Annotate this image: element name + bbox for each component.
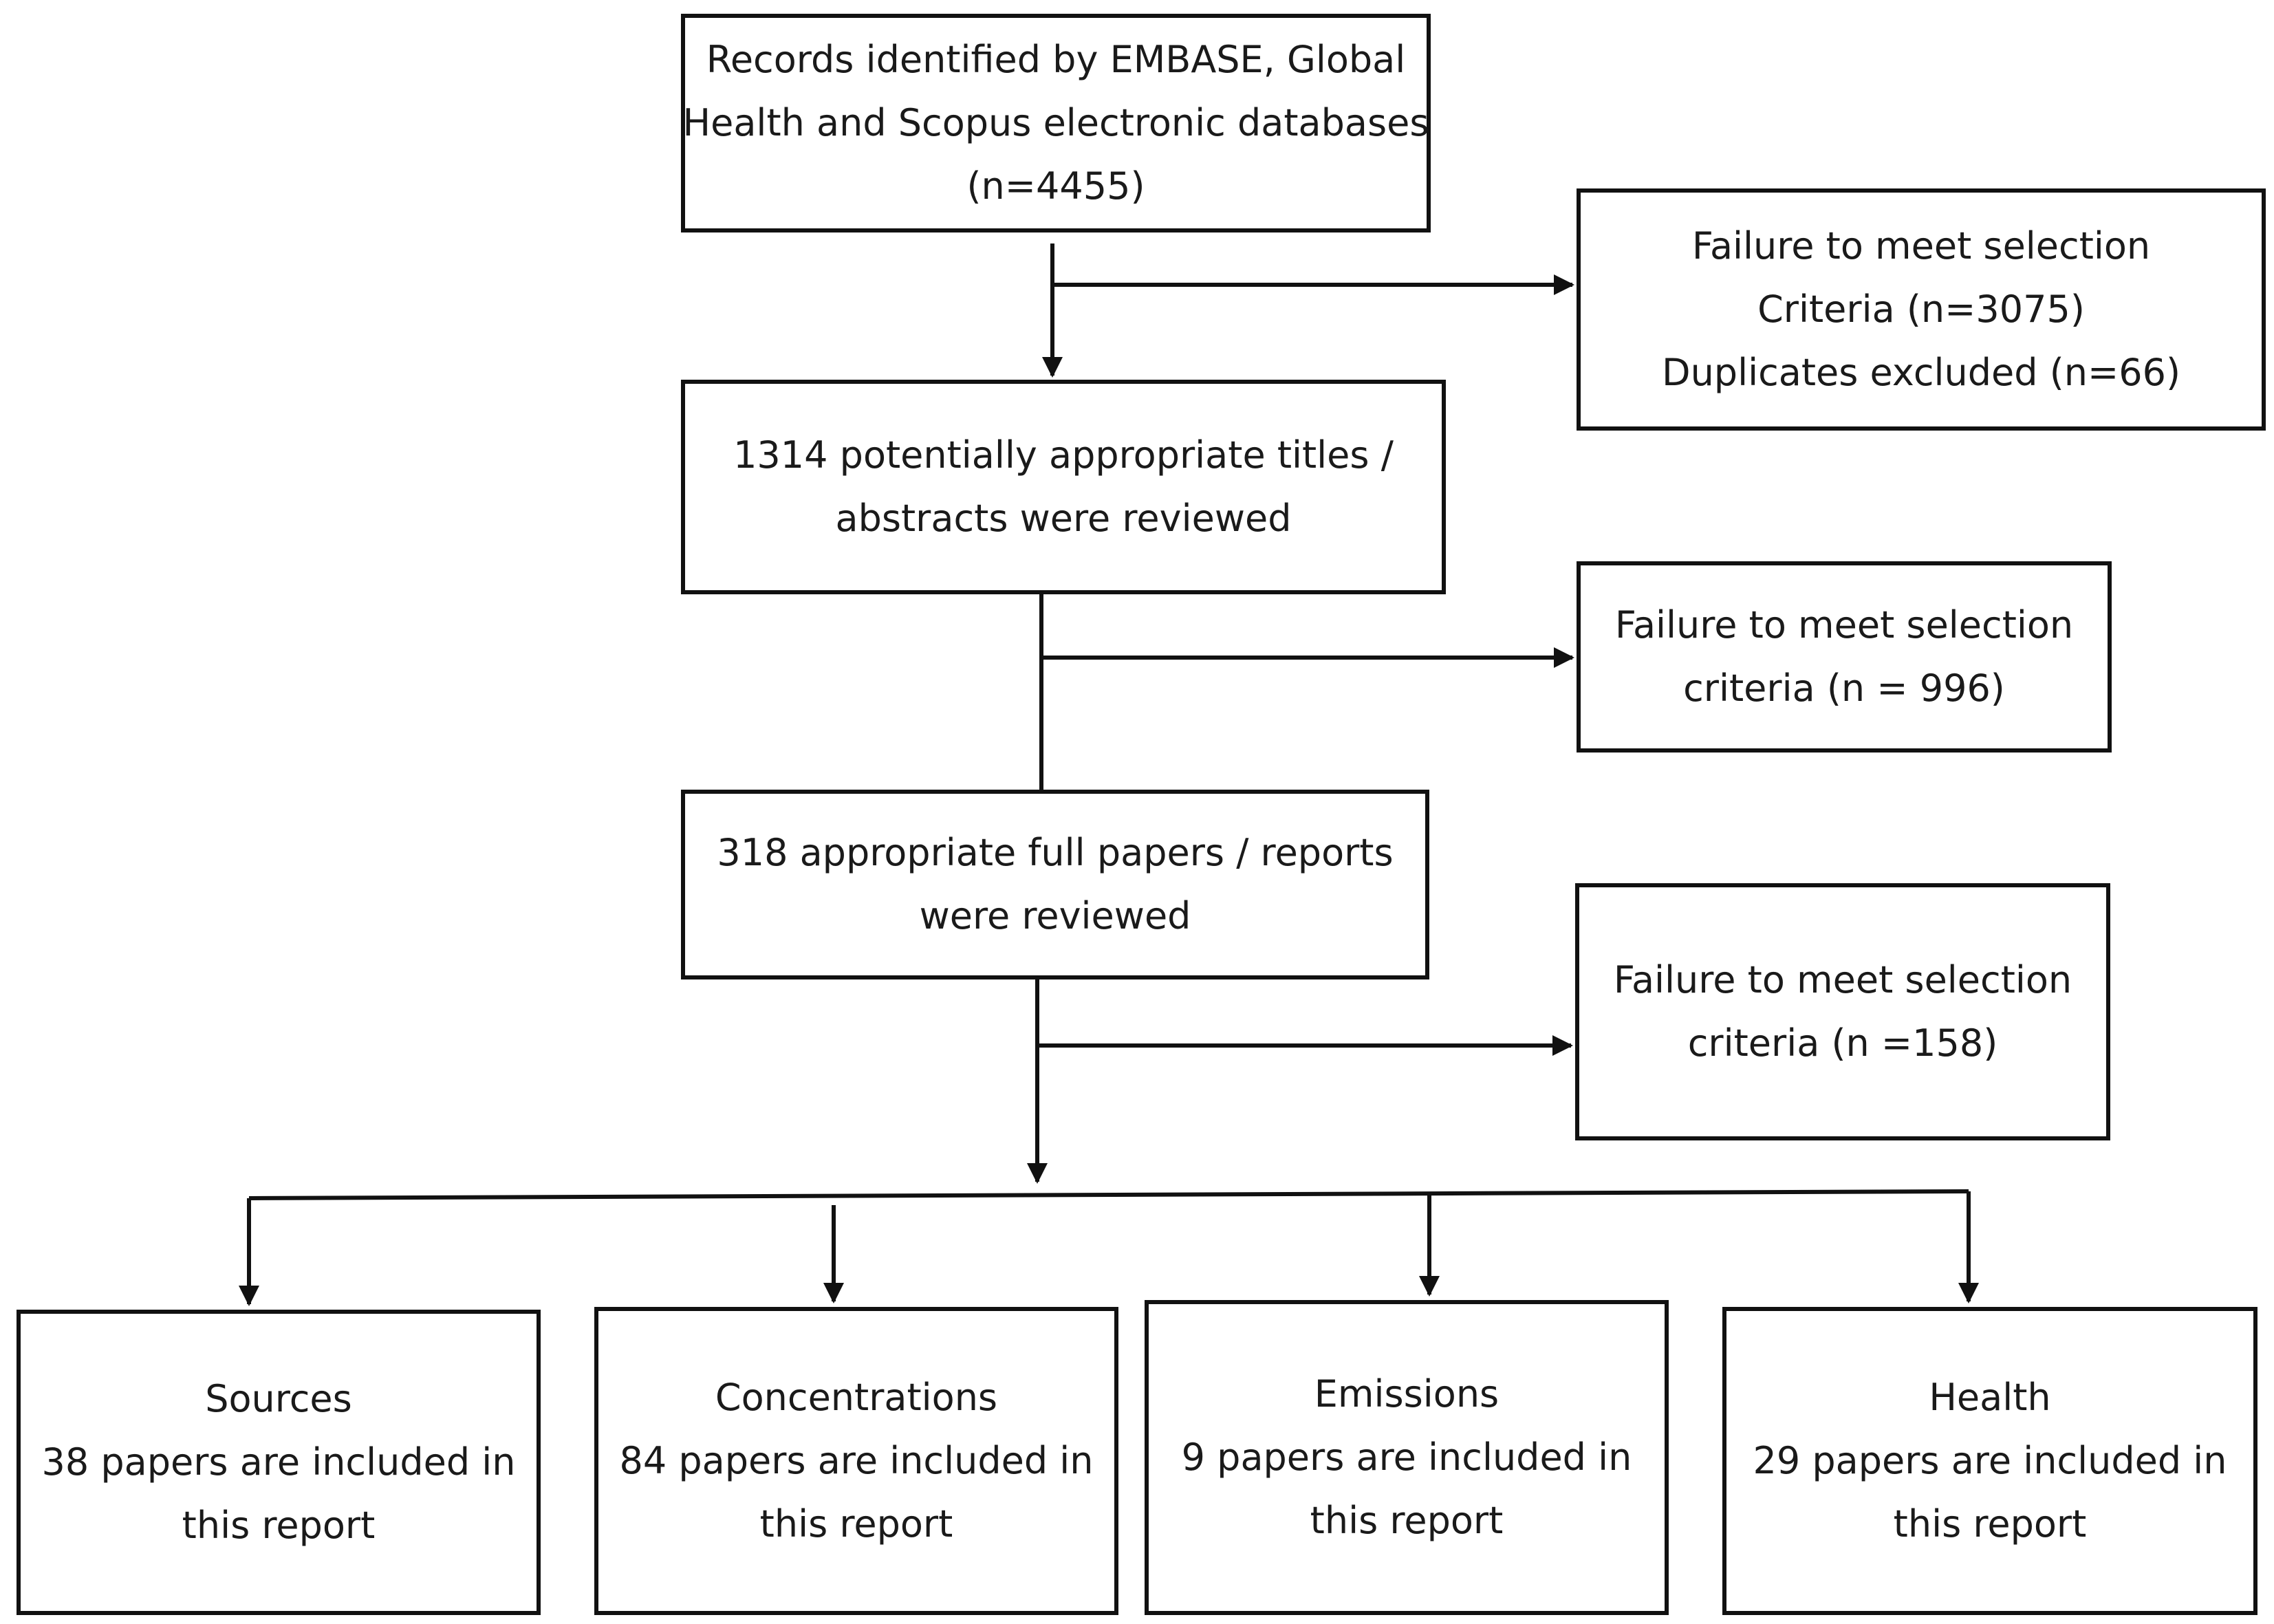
exclusion-2-count: criteria (n = 996) [1683, 667, 2005, 710]
exclusion-1-duplicates-count: Duplicates excluded (n=66) [1661, 351, 2181, 394]
exclusion-2-text: Failure to meet selection [1614, 603, 2074, 647]
records-identified-box: Records identified by EMBASE, Global Hea… [681, 14, 1431, 232]
outcome-count-text: 84 papers are included in [619, 1439, 1094, 1482]
outcome-report-text: this report [1310, 1499, 1504, 1542]
titles-reviewed-text: 1314 potentially appropriate titles / [733, 433, 1394, 477]
outcome-count-text: 9 papers are included in [1181, 1436, 1632, 1479]
outcome-count-text: 38 papers are included in [41, 1440, 516, 1484]
fulltext-reviewed-text: 318 appropriate full papers / reports [717, 831, 1394, 874]
exclusion-box-3: Failure to meet selection criteria (n =1… [1575, 883, 2110, 1140]
exclusion-3-text: Failure to meet selection [1613, 958, 2072, 1002]
outcome-category-label: Concentrations [715, 1376, 998, 1419]
exclusion-box-1: Failure to meet selection Criteria (n=30… [1577, 188, 2266, 431]
outcome-category-label: Emissions [1314, 1372, 1499, 1416]
outcome-box-concentrations: Concentrations 84 papers are included in… [594, 1307, 1118, 1615]
outcome-report-text: this report [1893, 1502, 2087, 1546]
outcome-category-label: Sources [205, 1377, 352, 1420]
outcome-category-label: Health [1929, 1376, 2051, 1419]
exclusion-1-text: Failure to meet selection [1691, 224, 2151, 268]
fulltext-reviewed-text: were reviewed [919, 894, 1191, 938]
records-identified-count: (n=4455) [966, 164, 1145, 208]
outcome-box-emissions: Emissions 9 papers are included in this … [1145, 1300, 1669, 1615]
outcome-box-health: Health 29 papers are included in this re… [1722, 1307, 2257, 1615]
fulltext-reviewed-box: 318 appropriate full papers / reports we… [681, 790, 1429, 979]
connector-split-bar [248, 1189, 1969, 1200]
outcome-report-text: this report [182, 1504, 376, 1547]
exclusion-1-criteria-count: Criteria (n=3075) [1757, 288, 2085, 331]
exclusion-box-2: Failure to meet selection criteria (n = … [1577, 561, 2112, 753]
outcome-report-text: this report [759, 1502, 953, 1546]
titles-reviewed-text: abstracts were reviewed [835, 497, 1292, 540]
records-identified-text: Records identified by EMBASE, Global [706, 38, 1406, 81]
outcome-count-text: 29 papers are included in [1753, 1439, 2227, 1482]
titles-reviewed-box: 1314 potentially appropriate titles / ab… [681, 380, 1446, 594]
records-identified-text: Health and Scopus electronic databases [682, 101, 1429, 144]
exclusion-3-count: criteria (n =158) [1687, 1021, 1998, 1065]
outcome-box-sources: Sources 38 papers are included in this r… [17, 1310, 541, 1615]
